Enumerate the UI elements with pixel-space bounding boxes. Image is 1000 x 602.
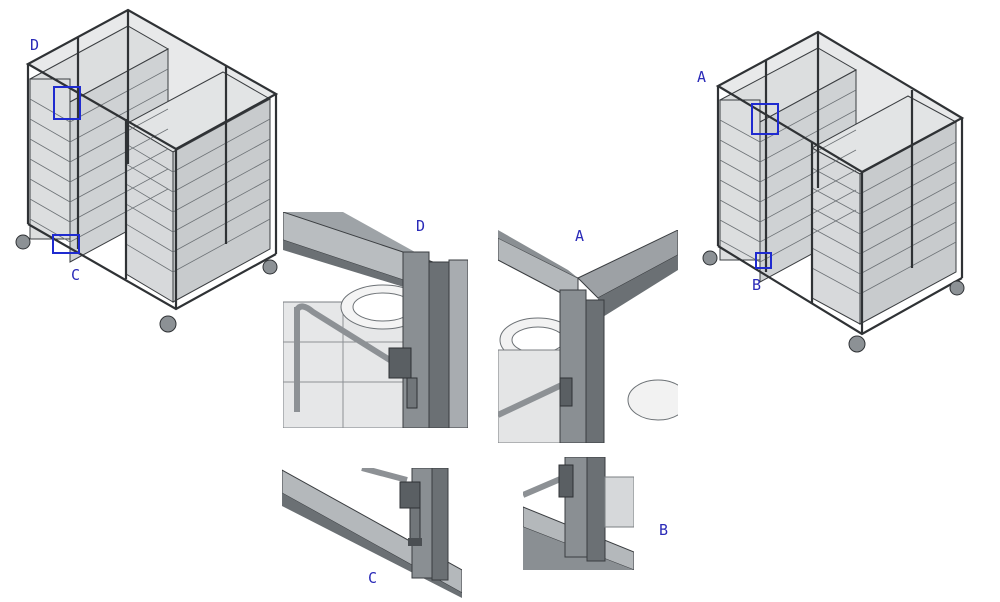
left-cart-assembly: [15, 8, 279, 333]
right-cart-assembly: [702, 30, 965, 353]
callout-label-d: D: [30, 36, 40, 54]
callout-label-c: C: [71, 266, 81, 284]
callout-box-c: [52, 234, 80, 254]
callout-box-a: [751, 103, 779, 135]
callout-label-b: B: [752, 276, 762, 294]
callout-box-b: [755, 252, 772, 269]
detail-view-a: [498, 230, 678, 443]
detail-view-d: [283, 212, 468, 428]
detail-label-d: D: [416, 217, 426, 235]
detail-label-a: A: [575, 227, 585, 245]
detail-label-c: C: [368, 569, 378, 587]
callout-label-a: A: [697, 68, 707, 86]
detail-view-b: [523, 457, 634, 570]
detail-label-b: B: [659, 521, 669, 539]
detail-view-c: [282, 468, 462, 598]
callout-box-d: [53, 86, 81, 120]
